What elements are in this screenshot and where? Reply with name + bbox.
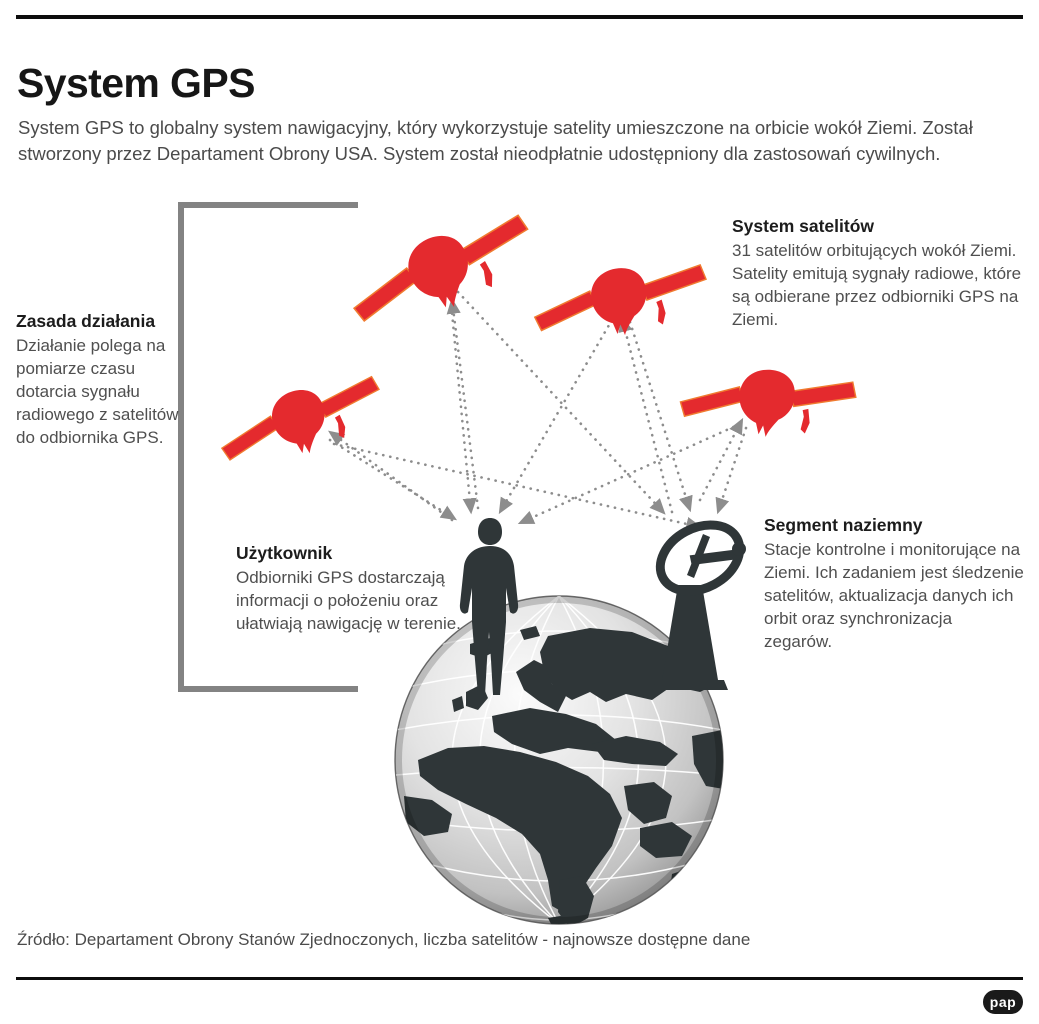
caption-uzytkownik: Użytkownik Odbiorniki GPS dostarczają in… <box>236 542 486 635</box>
intro-paragraph: System GPS to globalny system nawigacyjn… <box>18 116 973 164</box>
signal-arrow-topleft-to-dish <box>456 290 666 515</box>
globe <box>394 595 724 925</box>
left-bracket <box>178 202 358 692</box>
caption-body: Stacje kontrolne i monitorujące na Ziemi… <box>764 540 1024 651</box>
caption-segment-naziemny: Segment naziemny Stacje kontrolne i moni… <box>764 514 1024 653</box>
signal-arrow-dish-to-topright-sat <box>618 315 674 514</box>
top-rule <box>16 15 1023 19</box>
caption-zasada-dzialania: Zasada działania Działanie polega na pom… <box>16 310 186 449</box>
signal-arrow-left-to-dish <box>332 442 703 531</box>
bottom-rule <box>16 977 1023 980</box>
bracket-arm-bottom <box>178 686 358 692</box>
satellite-right <box>677 360 859 447</box>
source-note: Źródło: Departament Obrony Stanów Zjedno… <box>17 930 751 949</box>
caption-heading: Zasada działania <box>16 311 156 331</box>
caption-body: Działanie polega na pomiarze czasu dotar… <box>16 336 179 447</box>
caption-heading: Segment naziemny <box>764 515 923 535</box>
bracket-arm-top <box>178 202 358 208</box>
bracket-vertical <box>178 202 184 692</box>
signal-arrow-topright-to-dish <box>628 320 693 513</box>
satellite-top-right <box>530 260 712 344</box>
satellite-top-left <box>340 209 544 336</box>
signal-arrow-topright-to-user <box>498 318 614 515</box>
caption-body: Odbiorniki GPS dostarczają informacji o … <box>236 568 461 633</box>
signal-arrow-group <box>328 290 748 531</box>
caption-body: 31 satelitów orbitujących wokół Ziemi. S… <box>732 241 1022 329</box>
page-title: System GPS <box>17 60 255 107</box>
caption-heading: Użytkownik <box>236 543 333 563</box>
ground-station-dish <box>652 520 746 690</box>
signal-arrow-dish-to-right-sat <box>698 417 744 502</box>
signal-arrow-user-to-topleft-sat <box>446 297 480 510</box>
caption-heading: System satelitów <box>732 216 874 236</box>
signal-arrow-topleft-to-user <box>448 290 477 515</box>
signal-arrow-right-to-user <box>517 422 742 525</box>
pap-logo: pap <box>983 990 1023 1014</box>
signal-arrow-right-to-dish <box>715 426 748 515</box>
caption-system-satelitow: System satelitów 31 satelitów orbitujący… <box>732 215 1032 331</box>
globe-landmass <box>404 614 723 924</box>
